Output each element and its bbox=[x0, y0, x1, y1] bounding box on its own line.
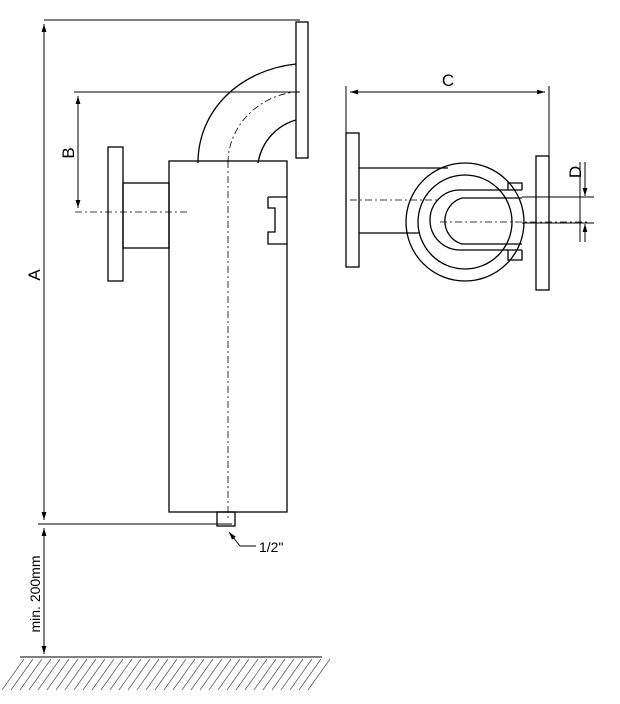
bracket-top bbox=[507, 182, 523, 190]
label-drain: 1/2" bbox=[259, 539, 283, 555]
floor-hatching bbox=[1, 658, 331, 691]
hatch-line bbox=[37, 658, 61, 691]
floor bbox=[1, 656, 331, 691]
label-b: B bbox=[59, 147, 78, 158]
hatch-line bbox=[118, 658, 142, 691]
hatch-line bbox=[46, 658, 70, 691]
side-left-flange bbox=[345, 132, 360, 268]
hatch-line bbox=[217, 658, 241, 691]
hatch-line bbox=[271, 658, 295, 691]
hatch-line bbox=[172, 658, 196, 691]
hatch-line bbox=[163, 658, 187, 691]
hatch-line bbox=[100, 658, 124, 691]
hatch-line bbox=[109, 658, 133, 691]
label-d: D bbox=[566, 166, 585, 178]
drain-callout: 1/2" bbox=[228, 531, 283, 555]
hatch-line bbox=[181, 658, 205, 691]
hatch-line bbox=[226, 658, 250, 691]
outlet-elbow-outer bbox=[429, 189, 522, 251]
elbow-centerline bbox=[227, 91, 297, 164]
dimension-d: D bbox=[522, 162, 594, 242]
label-a: A bbox=[25, 269, 44, 281]
hatch-line bbox=[1, 658, 25, 691]
hatch-line bbox=[145, 658, 169, 691]
dimension-c: C bbox=[345, 71, 550, 158]
side-view bbox=[345, 132, 590, 291]
vessel-circle-outer bbox=[405, 162, 525, 282]
dimension-b: B bbox=[59, 91, 300, 208]
inlet-pipe bbox=[122, 182, 170, 249]
hatch-line bbox=[82, 658, 106, 691]
label-clearance: min. 200mm bbox=[27, 555, 43, 632]
hatch-line bbox=[127, 658, 151, 691]
elbow-inner bbox=[257, 119, 297, 164]
inlet-flange bbox=[107, 146, 124, 282]
bracket-bottom bbox=[507, 250, 523, 261]
hatch-line bbox=[208, 658, 232, 691]
hatch-line bbox=[73, 658, 97, 691]
outlet-flange bbox=[295, 21, 309, 159]
hatch-line bbox=[28, 658, 52, 691]
label-c: C bbox=[442, 71, 454, 90]
hatch-line bbox=[199, 658, 223, 691]
elbow-outer bbox=[197, 63, 297, 164]
hatch-line bbox=[10, 658, 34, 691]
hatch-line bbox=[280, 658, 304, 691]
hatch-line bbox=[55, 658, 79, 691]
hatch-line bbox=[235, 658, 259, 691]
hatch-line bbox=[136, 658, 160, 691]
hatch-line bbox=[190, 658, 214, 691]
hatch-line bbox=[91, 658, 115, 691]
hatch-line bbox=[298, 658, 322, 691]
side-bracket bbox=[267, 196, 287, 245]
drain-stub bbox=[216, 511, 236, 527]
hatch-line bbox=[154, 658, 178, 691]
clearance-dimension: min. 200mm bbox=[27, 528, 47, 654]
hatch-line bbox=[19, 658, 43, 691]
hatch-line bbox=[244, 658, 268, 691]
hatch-line bbox=[262, 658, 286, 691]
hatch-line bbox=[289, 658, 313, 691]
hatch-line bbox=[307, 658, 331, 691]
hatch-line bbox=[253, 658, 277, 691]
front-view bbox=[75, 21, 309, 527]
dimension-a: A bbox=[25, 19, 300, 525]
outlet-elbow-inner bbox=[444, 197, 522, 245]
hatch-line bbox=[64, 658, 88, 691]
